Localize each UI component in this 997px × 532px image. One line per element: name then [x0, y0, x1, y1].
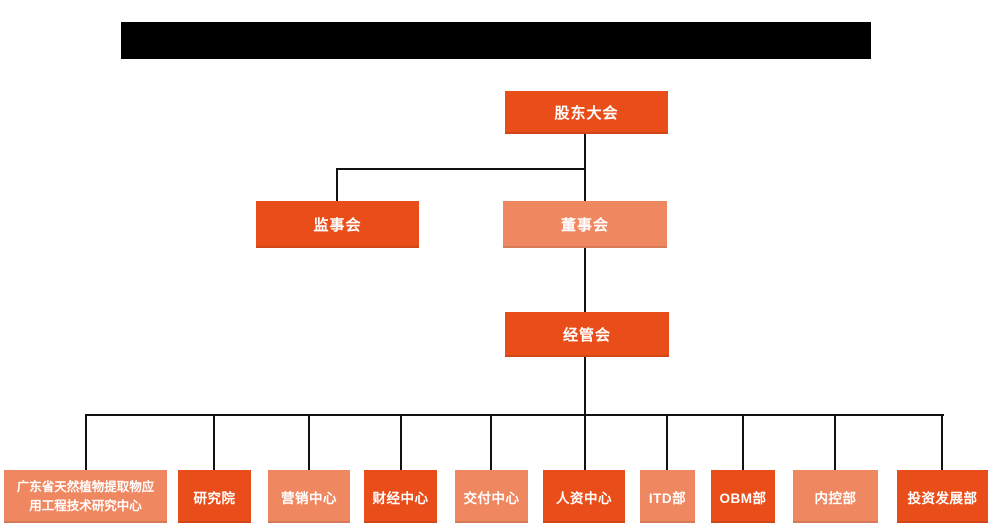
org-node-board-of-directors: 董事会 — [503, 201, 667, 248]
org-node-management-committee: 经管会 — [505, 312, 669, 357]
org-node-label: 股东大会 — [554, 105, 619, 122]
connector-drop-8 — [742, 414, 744, 470]
org-node-obm-dept: OBM部 — [711, 470, 775, 523]
org-node-label: 内控部 — [814, 490, 857, 506]
org-node-delivery-center: 交付中心 — [455, 470, 528, 523]
org-node-internal-control-dept: 内控部 — [793, 470, 878, 523]
connector-drop-4 — [400, 414, 402, 470]
org-node-label: OBM部 — [719, 490, 767, 506]
connector-board-to-mgmt — [584, 248, 586, 312]
connector-mgmt-down — [584, 357, 586, 415]
connector-bottom-horizontal — [87, 414, 944, 416]
org-node-label: 投资发展部 — [907, 490, 978, 506]
connector-root-down — [584, 134, 586, 201]
org-node-shareholders-meeting: 股东大会 — [505, 91, 668, 134]
org-node-research-center: 广东省天然植物提取物应用工程技术研究中心 — [4, 470, 167, 523]
org-node-label: 广东省天然植物提取物应用工程技术研究中心 — [16, 480, 155, 513]
org-node-label: 人资中心 — [556, 490, 612, 506]
connector-drop-10 — [941, 414, 943, 470]
org-node-finance-center: 财经中心 — [364, 470, 437, 523]
org-node-label: ITD部 — [648, 490, 687, 506]
connector-supervisory-drop — [336, 168, 338, 201]
org-node-label: 董事会 — [560, 217, 609, 234]
org-node-label: 营销中心 — [281, 490, 337, 506]
connector-drop-1 — [85, 414, 87, 470]
org-node-marketing-center: 营销中心 — [268, 470, 350, 523]
org-node-label: 研究院 — [193, 490, 236, 506]
org-node-label: 监事会 — [313, 217, 362, 234]
org-node-label: 财经中心 — [372, 490, 429, 506]
org-node-research-institute: 研究院 — [178, 470, 251, 523]
connector-branch-horizontal — [336, 168, 586, 170]
connector-drop-6 — [584, 414, 586, 470]
org-node-hr-center: 人资中心 — [543, 470, 625, 523]
connector-drop-7 — [666, 414, 668, 470]
connector-drop-2 — [213, 414, 215, 470]
org-node-investment-development-dept: 投资发展部 — [897, 470, 988, 523]
connector-drop-9 — [834, 414, 836, 470]
connector-drop-5 — [490, 414, 492, 470]
org-node-label: 经管会 — [562, 327, 611, 344]
redacted-title-bar — [121, 22, 871, 59]
connector-drop-3 — [308, 414, 310, 470]
org-node-label: 交付中心 — [463, 490, 520, 506]
org-node-supervisory-board: 监事会 — [256, 201, 419, 248]
org-node-itd-dept: ITD部 — [640, 470, 695, 523]
